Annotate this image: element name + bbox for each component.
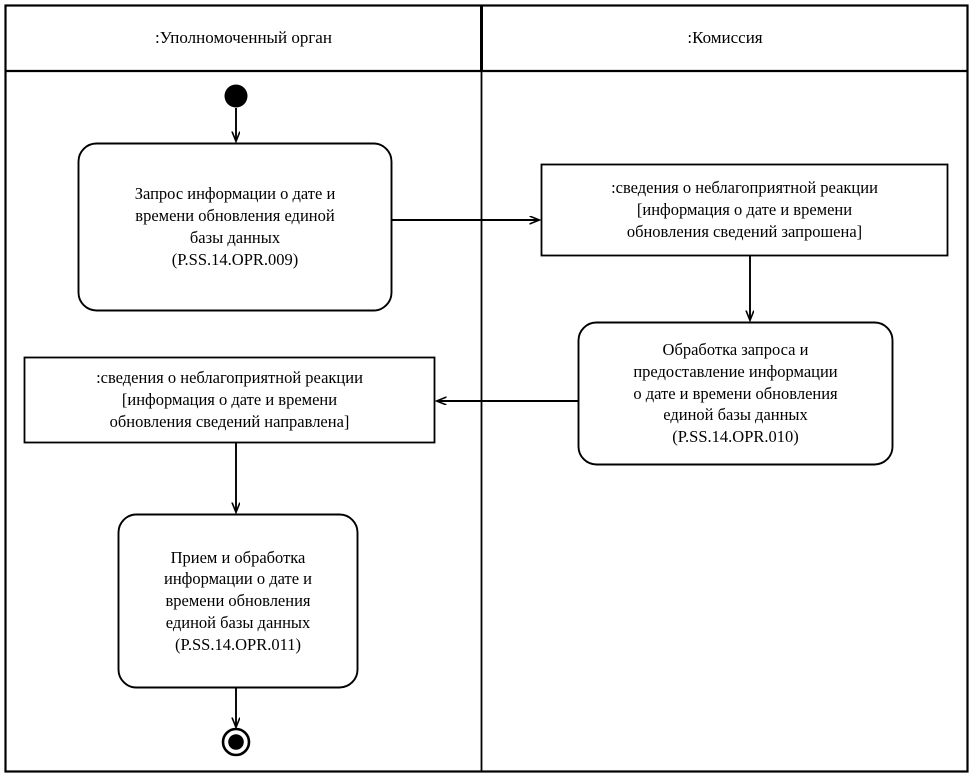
- text-line: (P.SS.14.OPR.010): [672, 427, 799, 447]
- text-line: (P.SS.14.OPR.011): [175, 634, 301, 654]
- text-line: единой базы данных: [663, 405, 808, 425]
- lane-title-right: :Комиссия: [687, 28, 763, 47]
- text-line: (P.SS.14.OPR.009): [171, 249, 299, 269]
- text-line: :сведения о неблагоприятной реакции: [96, 368, 363, 388]
- text-line: обновления сведений направлена]: [109, 411, 350, 431]
- final-node-dot: [228, 734, 244, 750]
- text-line: [информация о дате и времени: [121, 390, 338, 410]
- activity-node-opr-009-label: Запрос информации о дате и времени обнов…: [78, 143, 392, 311]
- text-line: Обработка запроса и: [662, 340, 809, 360]
- text-line: [информация о дате и времени: [636, 200, 853, 220]
- text-line: Прием и обработка: [170, 547, 306, 567]
- text-line: о дате и времени обновления: [633, 383, 838, 403]
- text-line: единой базы данных: [165, 612, 311, 632]
- text-line: :сведения о неблагоприятной реакции: [611, 178, 878, 198]
- activity-node-opr-010-label: Обработка запроса и предоставление инфор…: [578, 322, 893, 465]
- final-node: [221, 727, 251, 757]
- text-line: времени обновления: [165, 591, 311, 611]
- text-line: базы данных: [189, 228, 281, 247]
- initial-node-dot: [224, 84, 248, 108]
- text-line: обновления сведений запрошена]: [626, 221, 863, 241]
- activity-node-opr-009[interactable]: [77, 142, 393, 312]
- lane-title-left: :Уполномоченный орган: [155, 28, 332, 47]
- activity-node-opr-011[interactable]: [117, 513, 359, 689]
- object-node-requested-label: :сведения о неблагоприятной реакции [инф…: [541, 164, 948, 256]
- text-line: предоставление информации: [633, 361, 838, 381]
- object-node-sent[interactable]: [23, 356, 436, 444]
- text-line: времени обновления единой: [135, 206, 335, 226]
- object-node-requested[interactable]: [540, 163, 949, 257]
- activity-node-opr-010[interactable]: [577, 321, 894, 466]
- text-line: информации о дате и: [163, 569, 313, 589]
- text-line: Запрос информации о дате и: [134, 184, 336, 204]
- object-node-sent-label: :сведения о неблагоприятной реакции [инф…: [24, 357, 435, 443]
- activity-node-opr-011-label: Прием и обработка информации о дате и вр…: [118, 514, 358, 688]
- initial-node: [224, 84, 248, 108]
